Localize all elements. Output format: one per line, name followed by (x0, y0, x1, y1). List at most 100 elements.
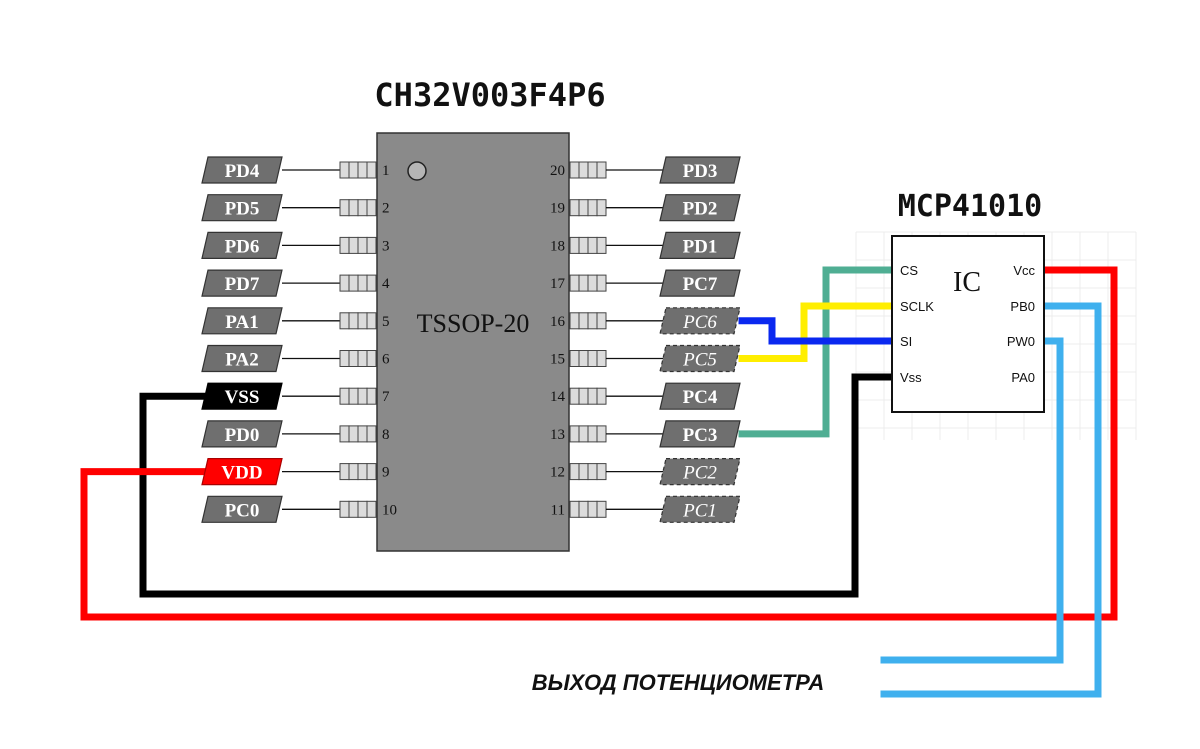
pin-number: 6 (382, 352, 390, 368)
pin-label-text: PC7 (683, 274, 718, 295)
pin-label-text: PD5 (225, 199, 260, 220)
pin-label-box (659, 307, 741, 335)
pin-pad-segment (569, 236, 580, 254)
mcu-pin-3: 3 PD6 (201, 231, 390, 259)
pin-label-box (201, 420, 283, 448)
pin-pad-segment (366, 350, 377, 367)
pin-pad-segment (348, 274, 359, 292)
pin-pad-segment (578, 500, 589, 518)
pin-pad-segment (569, 463, 580, 481)
pin-pad-segment (366, 161, 377, 179)
pin-pad-segment (578, 236, 589, 254)
ic-pin-pb0: PB0 (1010, 299, 1035, 314)
pin-label-pd4: PD4 (201, 156, 283, 184)
pin-label-text: VDD (221, 463, 262, 484)
pin-number: 9 (382, 465, 390, 481)
pin-label-pd2: PD2 (659, 194, 741, 222)
ic-pin-vcc: Vcc (1013, 263, 1035, 278)
pin-label-text: PD1 (683, 236, 718, 257)
pin-pad-segment (578, 312, 589, 330)
package-label: TSSOP-20 (417, 309, 530, 338)
mcu-pin-18: 18 PD1 (550, 231, 741, 259)
pin-pad-segment (587, 350, 598, 367)
pin-pad-segment (596, 350, 607, 367)
pin-pad-segment (569, 425, 580, 443)
pin-number: 14 (550, 389, 566, 405)
pin-pad-segment (366, 199, 377, 217)
pin-label-box (659, 269, 741, 297)
pin1-marker (407, 161, 427, 181)
pin-label-text: PC5 (682, 350, 717, 371)
pin-pad-segment (348, 425, 359, 443)
pin-pad-segment (357, 199, 368, 217)
pin-label-vdd: VDD (201, 458, 283, 486)
pin-pad-segment (578, 161, 589, 179)
pin-pad-segment (578, 463, 589, 481)
pin-label-pd0: PD0 (201, 420, 283, 448)
pin-label-text: PA2 (225, 350, 258, 371)
pin-pad-segment (587, 425, 598, 443)
pin-label-vss: VSS (201, 382, 283, 410)
pin-pad-segment (339, 236, 350, 254)
pin-label-box (659, 382, 741, 410)
mcu-chip: TSSOP-201PD42PD53PD64PD75PA16PA27VSS8PD0… (201, 132, 741, 552)
pin-pad-segment (366, 236, 377, 254)
pin-label-box (659, 495, 741, 523)
ic-pin-sclk: SCLK (900, 299, 934, 314)
si-wire (738, 317, 896, 345)
pin-number: 19 (550, 201, 565, 217)
pin-pad-segment (348, 312, 359, 330)
mcu-pin-19: 19 PD2 (550, 194, 741, 222)
pin-label-pd7: PD7 (201, 269, 283, 297)
sclk-wire (738, 302, 896, 362)
pin-label-box (659, 194, 741, 222)
pin-pad-segment (587, 274, 598, 292)
pin-label-box (201, 231, 283, 259)
pin-pad-segment (569, 161, 580, 179)
pin-number: 8 (382, 427, 390, 443)
mcu-pin-6: 6 PA2 (201, 344, 390, 373)
pin-label-text: PD7 (225, 274, 260, 295)
pin-number: 3 (382, 238, 390, 254)
pin-label-text: PC2 (682, 463, 717, 484)
pin-number: 10 (382, 502, 397, 518)
pin-pad-segment (569, 274, 580, 292)
pin-pad-segment (348, 387, 359, 405)
pin-pad-segment (587, 199, 598, 217)
pin-label-text: PC6 (682, 312, 717, 333)
mcu-title: CH32V003F4P6 (374, 76, 605, 114)
pin-label-box (201, 458, 283, 486)
pin-pad-segment (357, 274, 368, 292)
pin-pad-segment (596, 236, 607, 254)
ic-pin-pw0: PW0 (1007, 334, 1035, 349)
pin-pad-segment (366, 425, 377, 443)
pin-label-pc1: PC1 (659, 495, 741, 523)
pin-number: 18 (550, 238, 565, 254)
pin-pad-segment (569, 199, 580, 217)
pin-label-pa2: PA2 (201, 344, 283, 373)
pin-label-pc3: PC3 (659, 420, 741, 448)
pin-pad-segment (339, 350, 350, 367)
pin-pad-segment (587, 387, 598, 405)
chip-body (376, 132, 570, 552)
pin-label-text: PC4 (683, 387, 718, 408)
pin-pad-segment (569, 350, 580, 367)
pin-label-text: PA1 (225, 312, 258, 333)
pin-label-text: PD6 (225, 236, 260, 257)
vss-wire (139, 373, 896, 598)
pb0-output-wire (880, 302, 1102, 698)
pin-pad-segment (569, 387, 580, 405)
pin-label-box (201, 269, 283, 297)
pin-pad-segment (348, 199, 359, 217)
pin-number: 13 (550, 427, 565, 443)
pin-label-text: VSS (225, 387, 260, 408)
pin-pad-segment (348, 350, 359, 367)
pin-pad-segment (569, 312, 580, 330)
pin-label-box (201, 344, 283, 373)
pin-pad-segment (339, 312, 350, 330)
pin-label-pc2: PC2 (659, 458, 741, 486)
